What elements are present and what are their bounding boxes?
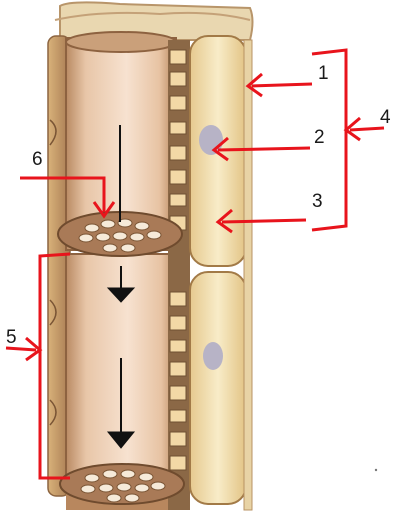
companion-cell-lower — [190, 272, 246, 504]
label-5: 5 — [6, 328, 17, 347]
label-2: 2 — [314, 128, 325, 147]
speck — [375, 469, 377, 471]
pointer-arrow-3 — [222, 220, 306, 222]
pointer-arrow-5 — [6, 348, 36, 350]
pointer-arrow-2 — [218, 148, 310, 150]
pointer-arrow-1 — [252, 84, 312, 86]
label-3: 3 — [312, 192, 323, 211]
plasmodesmata-strip — [168, 40, 190, 510]
label-4: 4 — [380, 108, 391, 127]
sieve-plate-lower — [60, 464, 184, 504]
label-6: 6 — [32, 150, 43, 169]
label-1: 1 — [318, 64, 329, 83]
pointer-arrow-4 — [350, 128, 384, 130]
nucleus-lower — [203, 342, 223, 370]
